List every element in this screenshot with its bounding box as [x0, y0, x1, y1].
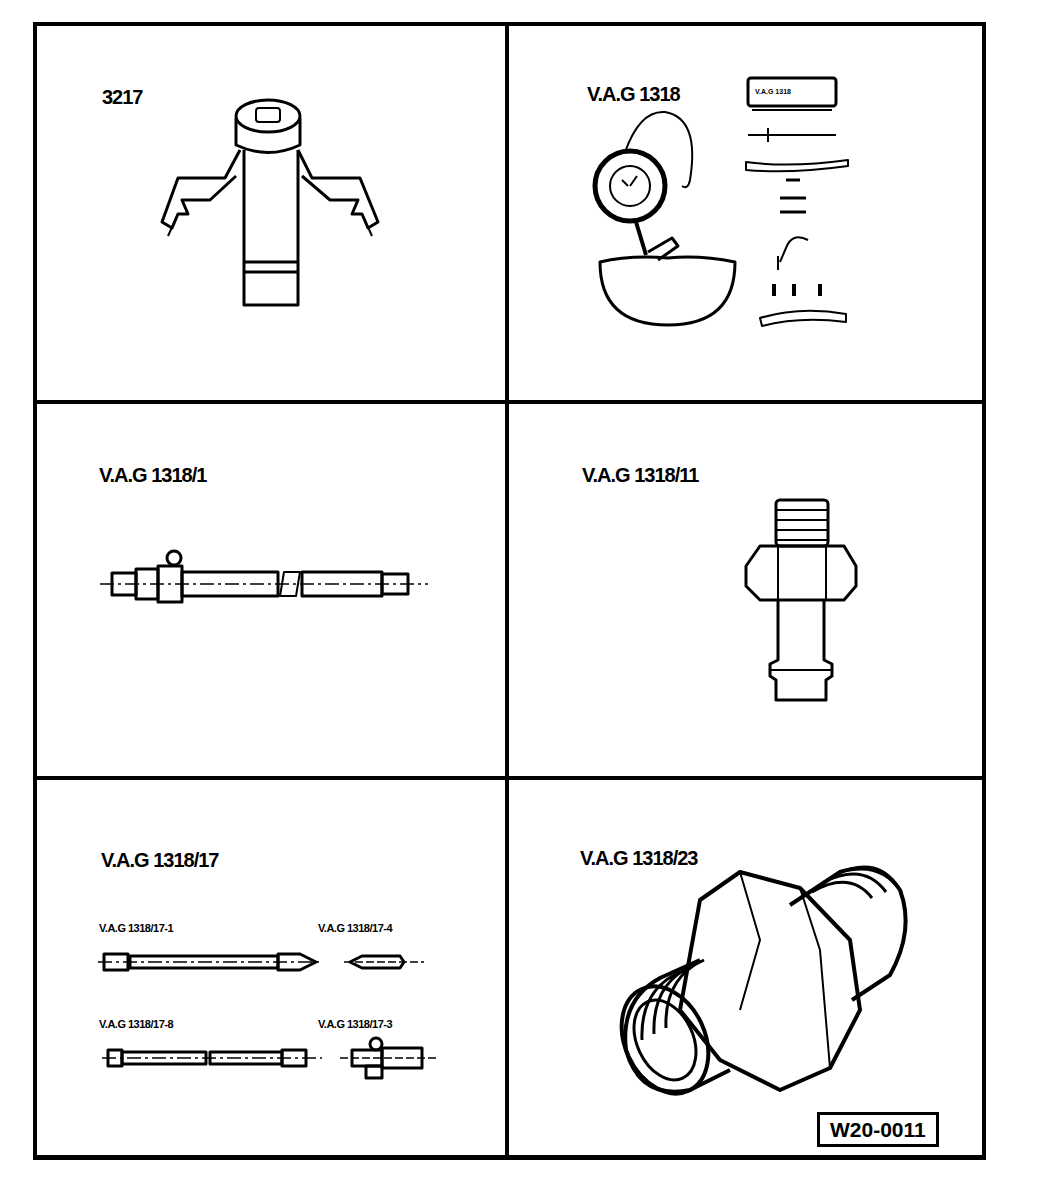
- tool-panel: V.A.G 1318/11: [507, 400, 986, 780]
- tool-number: V.A.G 1318/1: [99, 465, 206, 485]
- adapter-hose: [100, 551, 428, 602]
- spreader-tool: [162, 100, 378, 305]
- tool-panel: V.A.G 1318/17: [33, 776, 509, 1160]
- tool-panel: V.A.G 1318/1: [33, 400, 509, 780]
- part-number: V.A.G 1318/17-1: [99, 923, 173, 934]
- adapter-set: [98, 954, 436, 1078]
- tool-number: V.A.G 1318/11: [582, 465, 698, 485]
- part-number: V.A.G 1318/17-8: [99, 1019, 173, 1030]
- part-number: V.A.G 1318/17-3: [318, 1019, 392, 1030]
- tool-panel: 3217: [33, 22, 509, 404]
- pressure-gauge-set: [595, 78, 848, 326]
- tool-panel: V.A.G 1318: [507, 22, 986, 404]
- tool-panel: V.A.G 1318/23W20-0011: [507, 776, 986, 1160]
- tool-number: V.A.G 1318/17: [101, 850, 218, 870]
- case-label: V.A.G 1318: [755, 88, 791, 95]
- union-adapter: [605, 867, 906, 1108]
- tool-number: V.A.G 1318: [587, 84, 680, 104]
- adapter-nipple: [746, 500, 856, 700]
- tool-number: V.A.G 1318/23: [580, 848, 697, 868]
- part-number: V.A.G 1318/17-4: [318, 923, 392, 934]
- tool-number: 3217: [102, 87, 143, 107]
- figure-code-box: W20-0011: [817, 1112, 939, 1147]
- figure-code: W20-0011: [830, 1119, 926, 1140]
